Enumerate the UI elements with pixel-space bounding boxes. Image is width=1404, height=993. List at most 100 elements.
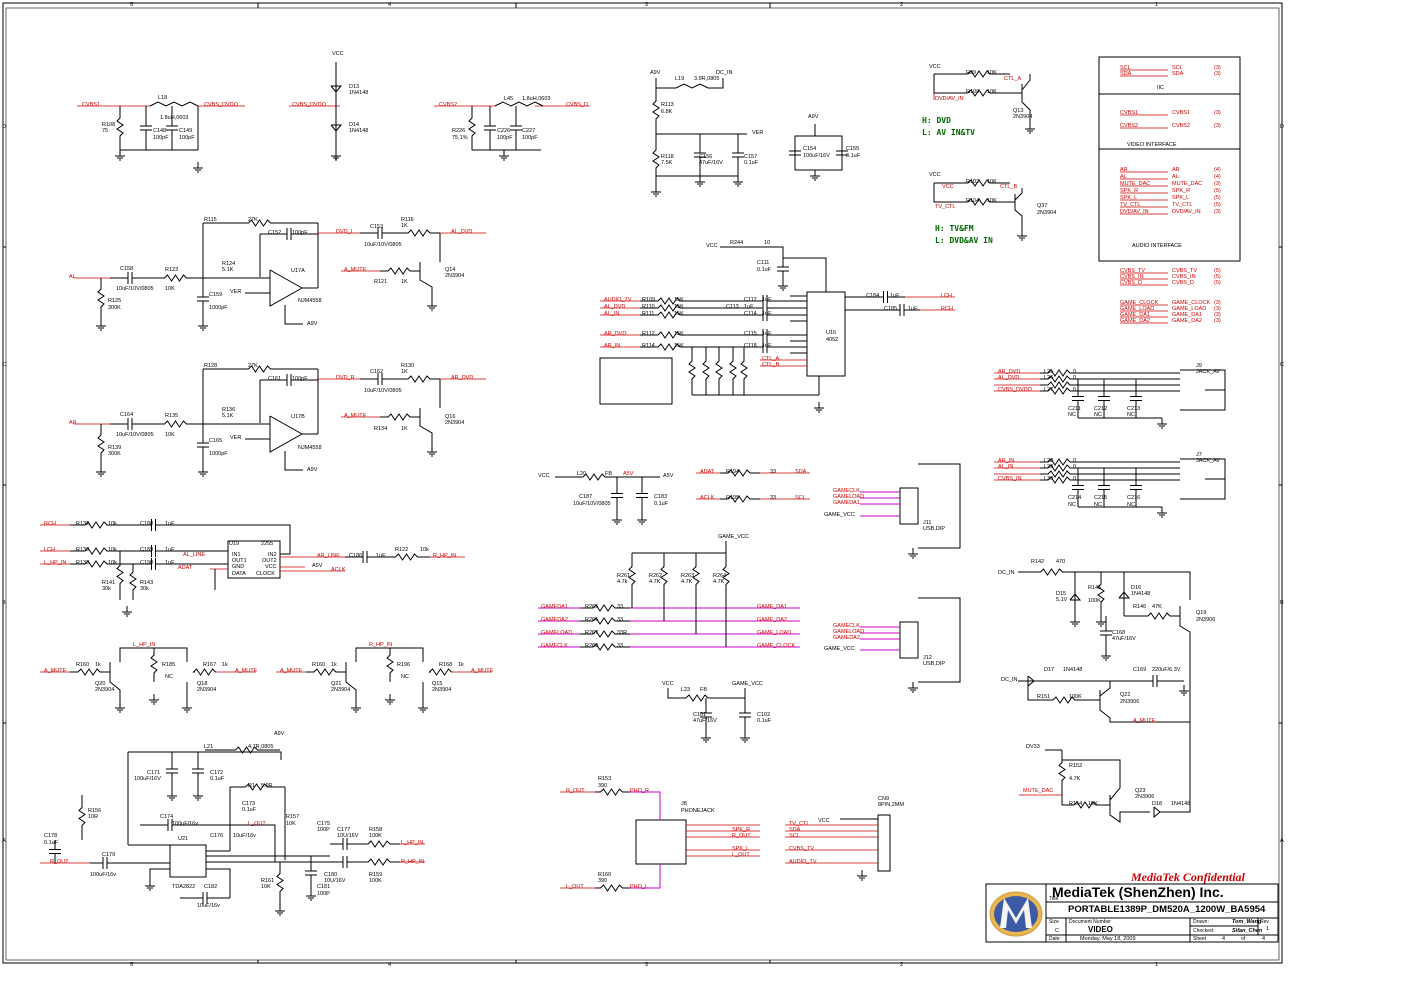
schematic-label: TV_CTL: [935, 204, 955, 210]
schematic-label: R115: [204, 217, 217, 223]
sheet-date: Monday, May 18, 2009: [1080, 936, 1136, 942]
border-col-4: 4: [388, 2, 391, 8]
schematic-label: 1uF: [376, 553, 386, 559]
border-col-1: 1: [1155, 2, 1158, 8]
schematic-label: 15K: [674, 331, 684, 337]
audio-port: SPK_R: [1172, 188, 1190, 194]
schematic-label: 2N3904: [1013, 114, 1032, 120]
schematic-label: L_OUT: [248, 821, 266, 827]
schematic-label: 10uF/10V/0805: [573, 501, 611, 507]
schematic-label: C182: [204, 884, 217, 890]
size-key: Size: [1049, 919, 1059, 925]
schematic-label: SDA: [789, 827, 801, 833]
schematic-label: C189: [140, 547, 153, 553]
schematic-label: D17: [1044, 667, 1054, 673]
schematic-label: A_MUTE: [344, 267, 367, 273]
schematic-label: C113: [726, 304, 739, 310]
schematic-label: 2N3906: [1196, 617, 1215, 623]
audio-title: AUDIO INTERFACE: [1132, 243, 1182, 249]
audio-port: TV_CTL: [1172, 202, 1192, 208]
schematic-label: R112: [642, 331, 655, 337]
schematic-label: 1N4148: [1063, 667, 1082, 673]
schematic-label: ADAT: [178, 565, 193, 571]
schematic-label: R138: [76, 547, 89, 553]
schematic-label: DV33: [1026, 744, 1040, 750]
schematic-label: C214: [1068, 495, 1081, 501]
schematic-label: AL_IN: [998, 464, 1013, 470]
schematic-label: 30k: [102, 586, 111, 592]
schematic-label: 2N3906: [1120, 699, 1139, 705]
schematic-label: Q23: [1135, 788, 1145, 794]
schematic-label: GAMEDA2: [541, 617, 568, 623]
schematic-label: C165: [209, 438, 222, 444]
schematic-label: R111: [642, 311, 654, 317]
schematic-label: NC: [1094, 412, 1102, 418]
schematic-label: VER: [230, 289, 241, 295]
schematic-label: R113: [661, 102, 674, 108]
schematic-label: 4.7R,0805: [248, 744, 273, 750]
schematic-label: CVBS_DVDO: [998, 387, 1033, 393]
schematic-label: A5V: [312, 563, 323, 569]
schematic-label: IN1: [232, 552, 241, 558]
schematic-label: C148: [153, 128, 166, 134]
schematic-label: FB: [605, 471, 612, 477]
schematic-label: 4.7K: [1069, 776, 1081, 782]
schematic-label: C215: [1094, 495, 1107, 501]
schematic-label: AL_LINE: [183, 552, 205, 558]
schematic-label: 100P: [317, 891, 330, 897]
mediatek-logo: [989, 891, 1043, 937]
schematic-label: SPK_L: [732, 846, 749, 852]
game-extra-net: GAME_CLOCK: [1120, 300, 1159, 306]
wiring: [40, 56, 1241, 916]
schematic-label: A5V: [623, 471, 634, 477]
schematic-label: C185: [884, 306, 897, 312]
schematic-label: 100K: [1069, 694, 1082, 700]
audio-net: DVD/AV_IN: [1120, 209, 1149, 215]
schematic-label: J7: [1196, 452, 1202, 458]
schematic-label: R_HP_IN: [369, 642, 392, 648]
audio-net: SPK_L: [1120, 195, 1137, 201]
schematic-label: C226: [497, 128, 510, 134]
sheet-count: 4: [1262, 936, 1266, 942]
schematic-label: GAME_DA1: [757, 604, 787, 610]
schematic-label: 1uF: [908, 306, 918, 312]
schematic-label: R194: [726, 469, 739, 475]
schematic-label: 10U/16V: [337, 833, 359, 839]
schematic-label: C159: [209, 292, 222, 298]
schematic-label: L30: [1044, 476, 1053, 482]
schematic-label: GAME_LOAD: [757, 630, 791, 636]
schematic-label: CVBS_D: [566, 102, 588, 108]
schematic-label: L23: [681, 687, 690, 693]
schematic-label: C149: [179, 128, 192, 134]
schematic-label: J12: [923, 655, 932, 661]
schematic-label: A_MUTE: [471, 668, 494, 674]
border-col-bottom-5: 5: [130, 962, 133, 968]
schematic-label: U21: [178, 836, 188, 842]
schematic-label: C171: [147, 770, 160, 776]
schematic-label: R123: [165, 267, 178, 273]
video-page: (3): [1214, 123, 1221, 129]
cvbs-extra-page: (5): [1214, 268, 1221, 274]
schematic-label: R141: [102, 580, 115, 586]
schematic-label: R153: [598, 776, 611, 782]
schematic-label: R125: [108, 298, 121, 304]
video-page: (3): [1214, 110, 1221, 116]
schematic-label: L29: [1044, 464, 1053, 470]
q13-note-low: L: AV IN&TV: [922, 128, 975, 137]
schematic-label: 2N3906: [1135, 794, 1154, 800]
schematic-label: R121: [374, 279, 387, 285]
schematic-label: C173: [242, 801, 255, 807]
schematic-label: 10K: [165, 432, 175, 438]
schematic-label: CTL_A: [762, 356, 779, 362]
schematic-label: R151: [1037, 694, 1050, 700]
document-number: VIDEO: [1088, 925, 1113, 934]
schematic-label: DVD_L: [336, 229, 354, 235]
date-key: Date:: [1049, 936, 1061, 942]
schematic-label: R134: [374, 426, 387, 432]
schematic-label: 4.7k: [617, 579, 628, 585]
schematic-label: DC_IN: [716, 70, 733, 76]
iic-port: SDA: [1172, 71, 1184, 77]
